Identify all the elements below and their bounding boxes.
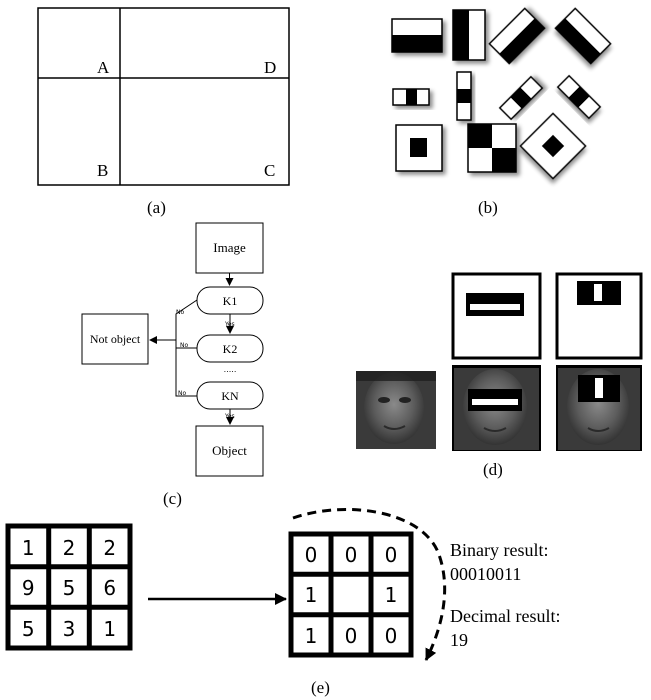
face-image-feature-2 xyxy=(556,365,642,451)
haar-line-vertical xyxy=(456,71,472,121)
panel-a-label-a: A xyxy=(97,58,110,77)
binary-cell: 0 xyxy=(305,543,318,567)
binary-cell: 1 xyxy=(305,624,318,648)
haar-line-diagonal-right xyxy=(556,74,602,120)
binary-cell: 0 xyxy=(385,624,398,648)
input-cell: 5 xyxy=(63,576,76,600)
node-k1-label: K1 xyxy=(223,294,238,308)
input-cell: 2 xyxy=(103,536,116,560)
panel-c: Image K1 Yes K2 ..... KN Yes Object Not … xyxy=(81,222,264,508)
panel-a-frame xyxy=(37,7,290,186)
input-cell: 1 xyxy=(103,617,116,641)
binary-cell: 1 xyxy=(305,583,318,607)
panel-e-caption: (e) xyxy=(311,678,330,697)
input-cell: 2 xyxy=(63,536,76,560)
readout-order-arrow xyxy=(292,508,447,661)
panel-a: A D B C (a) xyxy=(37,7,290,217)
node-image-label: Image xyxy=(213,240,246,255)
panel-a-label-c: C xyxy=(264,161,275,180)
haar-line-horizontal xyxy=(392,88,430,106)
edge-kn-no xyxy=(175,340,197,397)
binary-cell: 1 xyxy=(385,583,398,607)
panel-a-label-b: B xyxy=(97,161,108,180)
node-not-object-label: Not object xyxy=(90,332,141,346)
input-grid: 1 2 2 9 5 6 5 3 1 xyxy=(5,523,133,651)
face-image-plain xyxy=(356,371,436,449)
edge-kn-yes-label: Yes xyxy=(224,413,235,420)
panel-a-caption: (a) xyxy=(147,198,166,217)
haar-center-surround xyxy=(395,124,443,172)
node-not-object xyxy=(81,313,149,365)
node-k2-label: K2 xyxy=(223,342,238,356)
node-object-label: Object xyxy=(212,443,247,458)
haar-edge-vertical xyxy=(452,9,486,61)
edge-k2-no-label: No xyxy=(180,342,188,349)
haar-center-surround-diagonal xyxy=(519,112,587,180)
input-cell: 3 xyxy=(63,617,76,641)
haar-edge-horizontal xyxy=(391,18,443,53)
face-image-feature-1 xyxy=(452,365,541,451)
panel-a-label-d: D xyxy=(264,58,276,77)
haar-line-diagonal-left xyxy=(498,75,544,121)
input-cell: 1 xyxy=(22,536,35,560)
binary-cell: 0 xyxy=(345,624,358,648)
node-dots: ..... xyxy=(224,365,237,374)
feature-window-2-bar-inner xyxy=(594,284,602,301)
binary-cell: 0 xyxy=(345,543,358,567)
binary-cell: 0 xyxy=(385,543,398,567)
binary-result-value: 00010011 xyxy=(450,564,521,584)
binary-grid: 0 0 0 1 1 1 0 0 xyxy=(288,531,414,658)
node-kn-label: KN xyxy=(221,389,239,403)
node-object xyxy=(195,425,264,477)
node-image xyxy=(195,222,264,274)
panel-d-caption: (d) xyxy=(483,460,503,479)
feature-window-1-bar-inner xyxy=(470,304,520,310)
haar-checkerboard xyxy=(467,123,517,173)
input-cell: 5 xyxy=(22,617,35,641)
haar-edge-diagonal-left xyxy=(488,7,546,65)
panel-c-caption: (c) xyxy=(163,489,182,508)
panel-b: (b) xyxy=(391,7,612,217)
edge-k1-no xyxy=(175,299,198,340)
binary-result-label: Binary result: xyxy=(450,540,548,560)
input-cell: 9 xyxy=(22,576,35,600)
panel-d: (d) xyxy=(356,272,643,479)
input-cell: 6 xyxy=(103,576,116,600)
haar-edge-diagonal-right xyxy=(554,7,612,65)
edge-k1-no-label: No xyxy=(176,309,184,316)
edge-k1-yes-label: Yes xyxy=(224,321,235,328)
edge-kn-no-label: No xyxy=(178,390,186,397)
decimal-result-value: 19 xyxy=(450,630,468,650)
panel-e: 1 2 2 9 5 6 5 3 1 0 0 0 1 1 1 0 0 xyxy=(5,508,560,697)
panel-b-caption: (b) xyxy=(478,198,498,217)
decimal-result-label: Decimal result: xyxy=(450,606,560,626)
